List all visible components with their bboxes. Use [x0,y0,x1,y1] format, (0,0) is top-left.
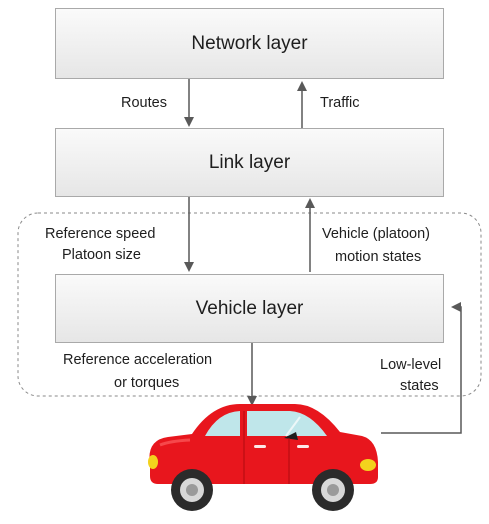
dashed-group-boundary [17,212,482,397]
car-body [149,404,378,484]
low-level-states-arrow [381,302,462,434]
link-layer-label: Link layer [208,151,291,173]
routes-label: Routes [121,95,167,111]
car-front-wheel [312,469,354,511]
platoon-size-label: Platoon size [62,247,141,263]
car-rear-window [205,411,240,436]
reference-acceleration-label-line1: Reference acceleration [63,352,213,368]
traffic-label: Traffic [320,95,360,111]
link-layer-box: Link layer [55,128,444,197]
vehicle-motion-label-line1: Vehicle (platoon) [322,226,431,242]
network-layer-box: Network layer [55,8,444,79]
low-level-label-line2: states [400,378,439,394]
reference-acceleration-label-line2: or torques [114,375,180,391]
reference-speed-label: Reference speed [45,226,156,242]
vehicle-motion-label-line2: motion states [335,249,422,265]
vehicle-layer-label: Vehicle layer [195,297,304,319]
network-layer-label: Network layer [191,32,308,54]
vehicle-layer-box: Vehicle layer [55,274,444,343]
car-rear-wheel [171,469,213,511]
low-level-label-line1: Low-level [380,357,442,373]
car-icon [148,404,378,511]
car-front-window [247,411,327,436]
